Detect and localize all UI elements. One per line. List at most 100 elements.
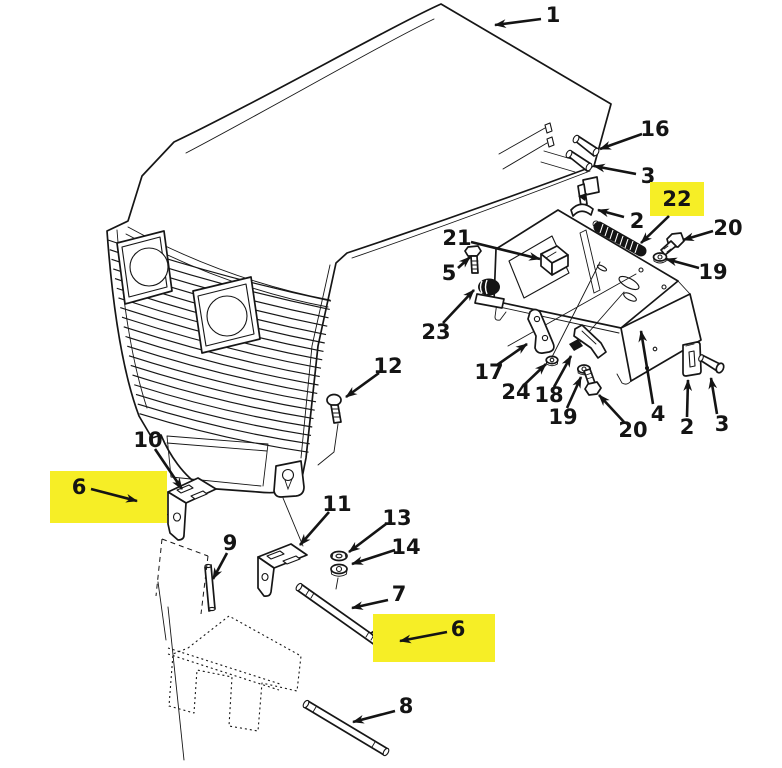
callout-arrow: [665, 257, 700, 270]
callout-arrow: [708, 377, 719, 415]
callout-latch-hook-upper: 2: [597, 208, 645, 233]
callout-label: 7: [392, 582, 407, 606]
callout-arrow: [597, 208, 625, 219]
callout-flange-nut-lower: 19: [548, 376, 583, 429]
bolt-20-lower: [583, 368, 602, 396]
callout-arrow: [552, 355, 573, 388]
headlight-left: [116, 230, 173, 305]
grille-rib: [123, 326, 320, 378]
callout-push-nut-left: 6: [50, 471, 167, 523]
latch-bracket-18: [569, 324, 607, 359]
callout-screw: 12: [345, 354, 403, 399]
callout-pivot-rod-lower: 8: [352, 694, 413, 724]
lower-left-hardware: [142, 477, 401, 761]
callout-bolt-upper: 20: [682, 216, 743, 242]
callout-arrow: [682, 229, 714, 242]
callout-label: 19: [548, 405, 577, 429]
callout-label: 12: [373, 354, 402, 378]
headlight-right-lens: [206, 295, 248, 337]
hood-right-edge-inner: [300, 264, 331, 459]
pivot-rod-8: [302, 699, 390, 757]
callout-arrow: [496, 342, 528, 367]
callout-arrow: [523, 363, 547, 386]
callout-label: 11: [322, 492, 351, 516]
hinge-pins: [498, 122, 600, 173]
latch-hook-upper: [570, 176, 600, 217]
callout-label: 20: [713, 216, 742, 240]
grille-rib: [128, 355, 317, 403]
hinge-bracket-11: [257, 543, 308, 598]
callout-arrow: [352, 709, 396, 724]
callout-arrow: [90, 487, 138, 503]
callout-hood-panel: 1: [494, 3, 561, 28]
callout-label: 14: [391, 535, 420, 559]
callout-hinge-pin-lower: 3: [593, 163, 655, 188]
callout-arrow: [683, 379, 693, 418]
callout-label: 13: [382, 506, 411, 530]
callout-arrow: [442, 289, 475, 324]
callout-label: 18: [534, 383, 563, 407]
highlight-box: [50, 471, 167, 523]
grille-rib: [134, 384, 313, 428]
callout-arrow: [640, 215, 670, 244]
spring-22: [592, 220, 647, 257]
callout-label: 10: [133, 428, 162, 452]
front-lower-panel: [166, 435, 269, 487]
callout-bumper: 23: [421, 289, 475, 344]
callout-arrow: [348, 522, 387, 554]
callout-bolt: 5: [442, 256, 471, 285]
callout-clip: 21: [442, 226, 541, 261]
callout-arrow: [457, 256, 471, 269]
callout-arrow: [351, 548, 396, 566]
grille-rib: [125, 335, 319, 386]
callout-label: 1: [546, 3, 561, 27]
callout-label: 4: [651, 402, 666, 426]
support-plate-flange: [620, 293, 702, 382]
callout-label: 19: [698, 260, 727, 284]
callout-hinge-bracket-left: 10: [133, 428, 184, 490]
highlight-box: [373, 614, 495, 662]
support-assembly: [464, 176, 725, 396]
callout-arrow: [299, 511, 330, 546]
hood-seam-top: [185, 18, 435, 154]
callout-arrow: [399, 630, 448, 644]
callout-arrow: [153, 448, 184, 490]
hood-latch-tab: [273, 460, 305, 498]
callout-link-plate: 17: [474, 342, 528, 384]
callout-arrow: [211, 552, 229, 580]
callout-label: 23: [421, 320, 450, 344]
cotter-pin-small-2: [546, 136, 555, 148]
headlight-left-lens: [129, 247, 169, 287]
bolt-5: [464, 245, 482, 274]
grille-rib: [127, 345, 318, 394]
bumper-23: [474, 278, 505, 309]
callout-hinge-bracket-right: 11: [299, 492, 352, 546]
grille-rib: [139, 413, 309, 453]
callout-pin-lower: 3: [708, 377, 730, 436]
callout-label: 2: [680, 415, 695, 439]
hinge-pin-16: [572, 134, 600, 157]
grille-rib: [132, 374, 314, 420]
bolt-20-upper: [660, 232, 685, 256]
callout-lock-nut: 14: [351, 535, 421, 566]
callout-label: 21: [442, 226, 471, 250]
grille-rib: [130, 364, 315, 411]
callout-label: 2: [630, 209, 645, 233]
hood-illustration: [106, 3, 612, 498]
lock-nut-14: [330, 563, 348, 590]
callout-arrow: [598, 394, 625, 423]
callout-arrow: [565, 376, 583, 409]
callout-label: 3: [715, 412, 730, 436]
callout-label: 9: [223, 531, 238, 555]
hinge-pin-3: [565, 149, 593, 172]
washer-13: [330, 550, 348, 562]
callout-arrow: [638, 330, 655, 405]
hood-outline: [106, 3, 612, 494]
callout-arrow: [593, 163, 637, 176]
callout-label: 5: [442, 261, 457, 285]
pivot-pin-9: [204, 563, 216, 612]
callout-washer: 13: [348, 506, 412, 554]
flange-nut-19-upper: [652, 252, 668, 264]
callout-label: 16: [640, 117, 669, 141]
